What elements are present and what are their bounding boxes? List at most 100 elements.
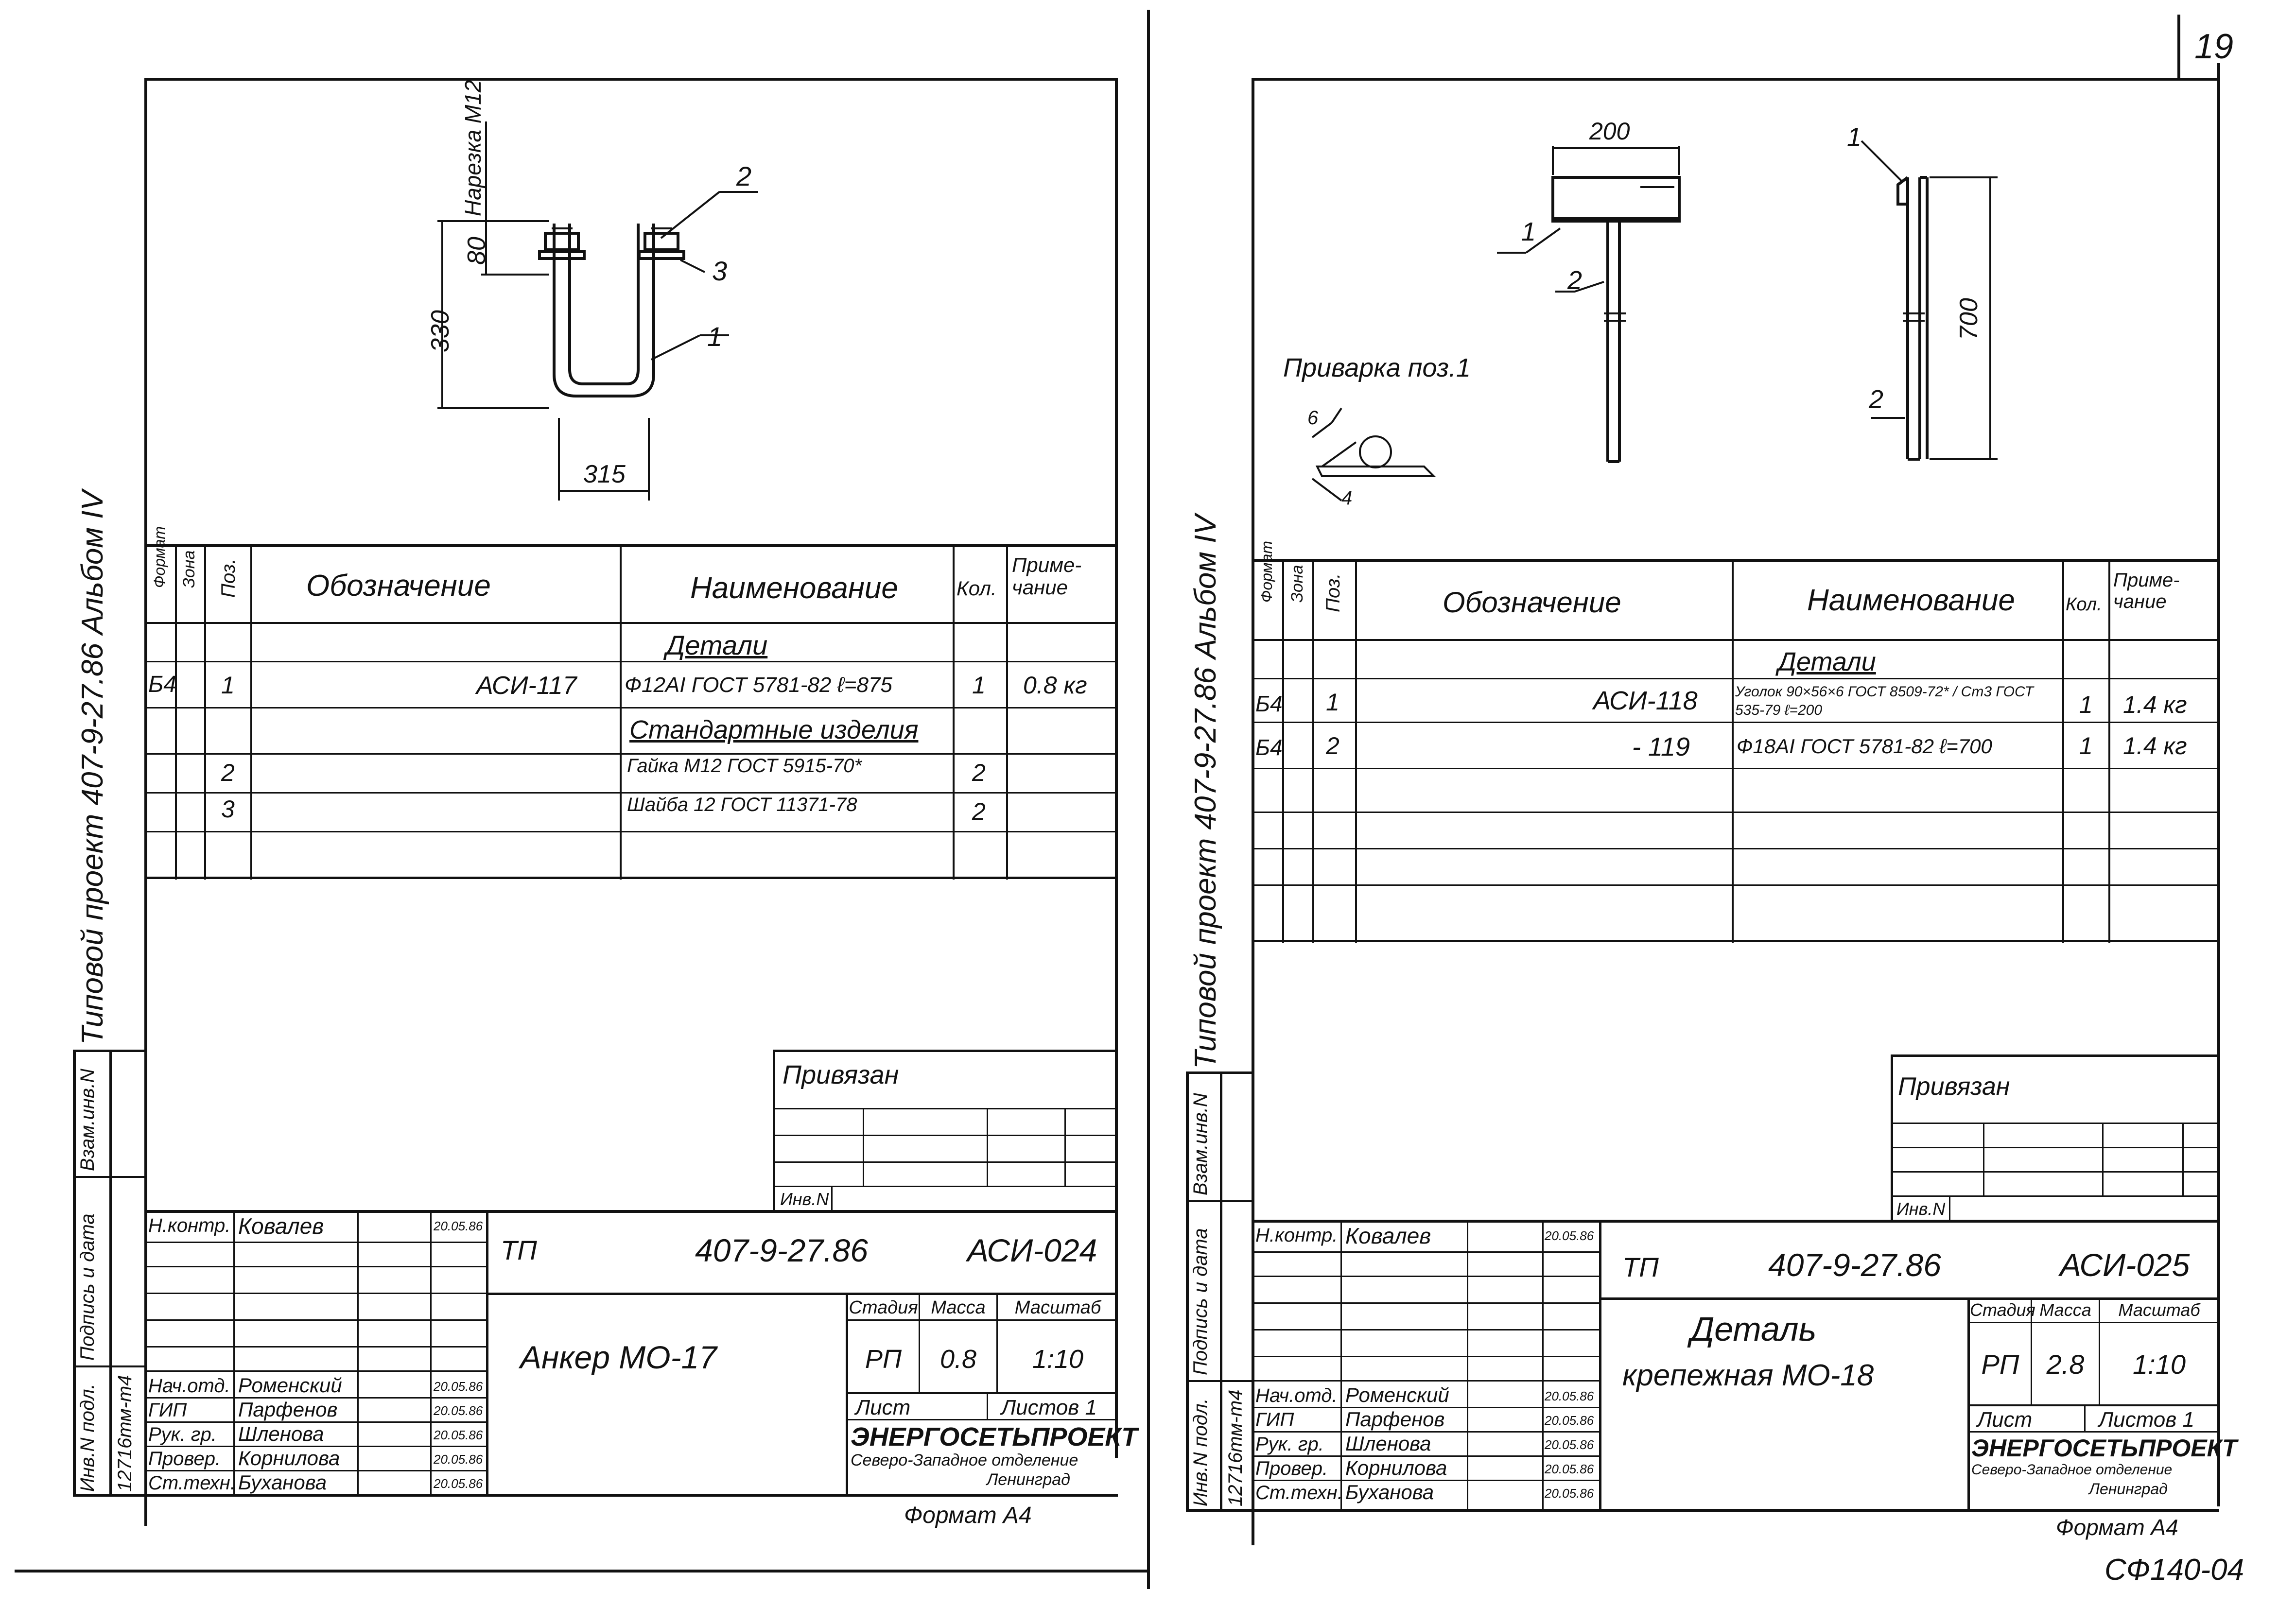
side-strip-top [1186, 1071, 1254, 1074]
signer-0-date: 20.05.86 [434, 1219, 483, 1233]
tb-org2: Северо-Западное отделение [851, 1451, 1078, 1469]
row-standard: Стандартные изделия [629, 715, 919, 744]
side-sign: Подпись и дата [77, 1213, 98, 1361]
signer-1-date: 20.05.86 [434, 1379, 483, 1394]
row2-format: Б4 [1255, 735, 1283, 760]
fastener-drawing [1311, 140, 1998, 501]
signer-0-name: Ковалев [1345, 1223, 1431, 1248]
row1-pos: 1 [1326, 689, 1339, 716]
hdr-pos: Поз. [1322, 573, 1344, 613]
privyazan-label: Привязан [783, 1060, 899, 1089]
tb-stadia-label: Стадия [849, 1297, 918, 1318]
side-strip-outer [1186, 1071, 1189, 1511]
row2-qty: 1 [2079, 732, 2093, 760]
tb-masshtab: 1:10 [1032, 1345, 1084, 1374]
tb-org1: ЭНЕРГОСЕТЬПРОЕКТ [1971, 1434, 2237, 1462]
hdr-designation: Обозначение [306, 569, 491, 603]
signer-2-role: ГИП [148, 1400, 187, 1421]
frame-top [1254, 78, 2219, 81]
signer-2-role: ГИП [1255, 1409, 1294, 1431]
row1-format: Б4 [148, 672, 176, 697]
tb-code: АСИ-024 [967, 1232, 1097, 1268]
page-number-rule [2177, 15, 2180, 78]
row2-name: Ф18АI ГОСТ 5781-82 ℓ=700 [1737, 735, 1992, 758]
callout-1b: 1 [1847, 122, 1862, 152]
row1-designation: АСИ-117 [476, 672, 577, 700]
row1-qty: 1 [2079, 691, 2093, 718]
side-inv: Инв.N подл. [1190, 1398, 1211, 1506]
tb-org2: Северо-Западное отделение [1971, 1462, 2173, 1478]
tb-title-line2: крепежная МО-18 [1622, 1359, 1874, 1392]
sheet-divider [1147, 10, 1150, 1589]
row1-format: Б4 [1255, 691, 1283, 716]
row1-qty: 1 [972, 672, 986, 699]
signer-2-date: 20.05.86 [434, 1403, 483, 1418]
row3-name: Гайка М12 ГОСТ 5915-70* [627, 755, 862, 777]
frame-bottom [1186, 1509, 2219, 1512]
side-strip-mid [109, 1050, 112, 1497]
signer-4-name: Корнилова [238, 1447, 340, 1469]
signer-5-role: Ст.техн. [1255, 1482, 1343, 1503]
tb-masshtab-label: Масштаб [2118, 1300, 2200, 1320]
signer-3-role: Рук. гр. [148, 1424, 217, 1445]
dim-315: 315 [583, 460, 626, 488]
callout-2: 2 [736, 161, 752, 191]
side-sign: Подпись и дата [1190, 1228, 1211, 1375]
signer-4-role: Провер. [1255, 1458, 1328, 1479]
side-strip-mid [1220, 1071, 1222, 1511]
side-strip-div1 [1186, 1200, 1254, 1202]
privyazan-label: Привязан [1898, 1072, 2010, 1101]
hdr-note: Приме-чание [1012, 553, 1082, 599]
row1-pos: 1 [221, 672, 235, 699]
frame-right [1115, 78, 1118, 1458]
side-vzam: Взам.инв.N [77, 1069, 98, 1171]
tb-org3: Ленинград [987, 1470, 1070, 1489]
footer-code: СФ140-04 [2105, 1553, 2244, 1587]
frame-left [144, 78, 147, 1526]
callout-2b: 2 [1869, 385, 1884, 414]
tb-stadia-label: Стадия [1970, 1300, 2035, 1320]
row1-name: Ф12АI ГОСТ 5781-82 ℓ=875 [625, 673, 892, 697]
hdr-qty: Кол. [2066, 594, 2102, 615]
frame-bottom [73, 1494, 1118, 1497]
signer-1-name: Роменский [1345, 1383, 1449, 1406]
row4-name: Шайба 12 ГОСТ 11371-78 [627, 794, 857, 815]
signer-3-date: 20.05.86 [434, 1428, 483, 1442]
tb-masshtab-label: Масштаб [1014, 1297, 1101, 1318]
signer-2-name: Парфенов [238, 1398, 338, 1421]
row2-note: 1.4 кг [2123, 732, 2187, 760]
tb-list: Лист [855, 1396, 911, 1419]
title-block: Н.контр. Ковалев 20.05.86 Нач.отд. Ромен… [146, 1210, 1137, 1497]
row1-note: 0.8 кг [1023, 672, 1087, 699]
tb-massa-label: Масса [2039, 1300, 2091, 1320]
privyazan-block: Привязан Инв.N [1891, 1054, 2218, 1220]
side-strip-div2 [73, 1365, 146, 1367]
tb-project: 407-9-27.86 [695, 1232, 868, 1268]
hdr-name: Наименование [690, 571, 898, 605]
signer-1-name: Роменский [238, 1374, 342, 1397]
weld-label: Приварка поз.1 [1283, 353, 1471, 382]
hdr-format: Формат [1258, 540, 1275, 603]
side-strip-outer [73, 1050, 76, 1497]
signer-3-name: Шленова [1345, 1432, 1431, 1455]
signer-1-role: Нач.отд. [1255, 1385, 1338, 1406]
weld-4: 4 [1341, 487, 1353, 509]
side-vzam: Взам.инв.N [1190, 1093, 1211, 1195]
tb-org3: Ленинград [2089, 1480, 2168, 1498]
side-inv: Инв.N подл. [77, 1383, 98, 1492]
tb-stadia: РП [865, 1345, 902, 1374]
weld-6: 6 [1307, 407, 1319, 429]
signer-2-date: 20.05.86 [1545, 1413, 1594, 1428]
signer-5-role: Ст.техн. [148, 1472, 236, 1494]
callout-1: 1 [707, 321, 723, 352]
hdr-qty: Кол. [957, 577, 997, 600]
signer-5-name: Буханова [1345, 1481, 1434, 1503]
dim-700: 700 [1955, 298, 1983, 340]
callout-1a: 1 [1521, 217, 1536, 246]
signer-0-role: Н.контр. [148, 1215, 231, 1236]
tb-tp: ТП [501, 1235, 537, 1265]
hdr-name: Наименование [1807, 584, 2015, 617]
spec-table: Формат Зона Поз. Обозначение Наименовани… [146, 526, 1116, 880]
row4-qty: 2 [972, 798, 986, 825]
